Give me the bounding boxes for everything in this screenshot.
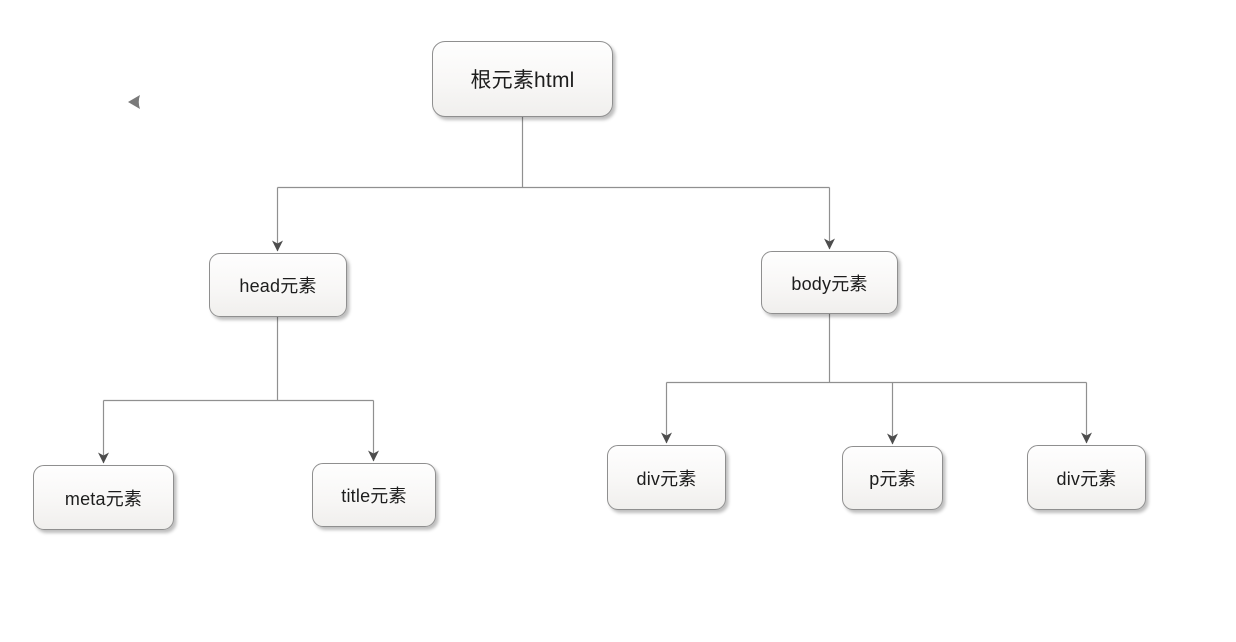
node-p: p元素 [842,446,943,510]
node-p-label: p元素 [869,469,916,489]
back-left-triangle-icon[interactable] [126,93,142,111]
node-title-label: title元素 [341,486,407,506]
edge-group-body-children [661,314,1092,445]
node-head-label: head元素 [239,276,317,296]
node-head: head元素 [209,253,347,317]
node-root-html-label: 根元素html [470,69,575,92]
node-body: body元素 [761,251,898,314]
node-div-2-label: div元素 [1056,468,1117,489]
left-triangle-glyph [128,95,140,109]
edge-group-head-children [98,317,379,464]
edge-group-all [98,117,1092,464]
node-meta-label: meta元素 [64,488,143,509]
node-div-1-label: div元素 [636,468,697,489]
edge-group-html-children [272,117,835,252]
node-title: title元素 [312,463,436,527]
node-div-1: div元素 [607,445,726,510]
node-div-2: div元素 [1027,445,1146,510]
node-meta: meta元素 [33,465,174,530]
node-body-label: body元素 [791,273,868,294]
node-root-html: 根元素html [432,41,613,117]
